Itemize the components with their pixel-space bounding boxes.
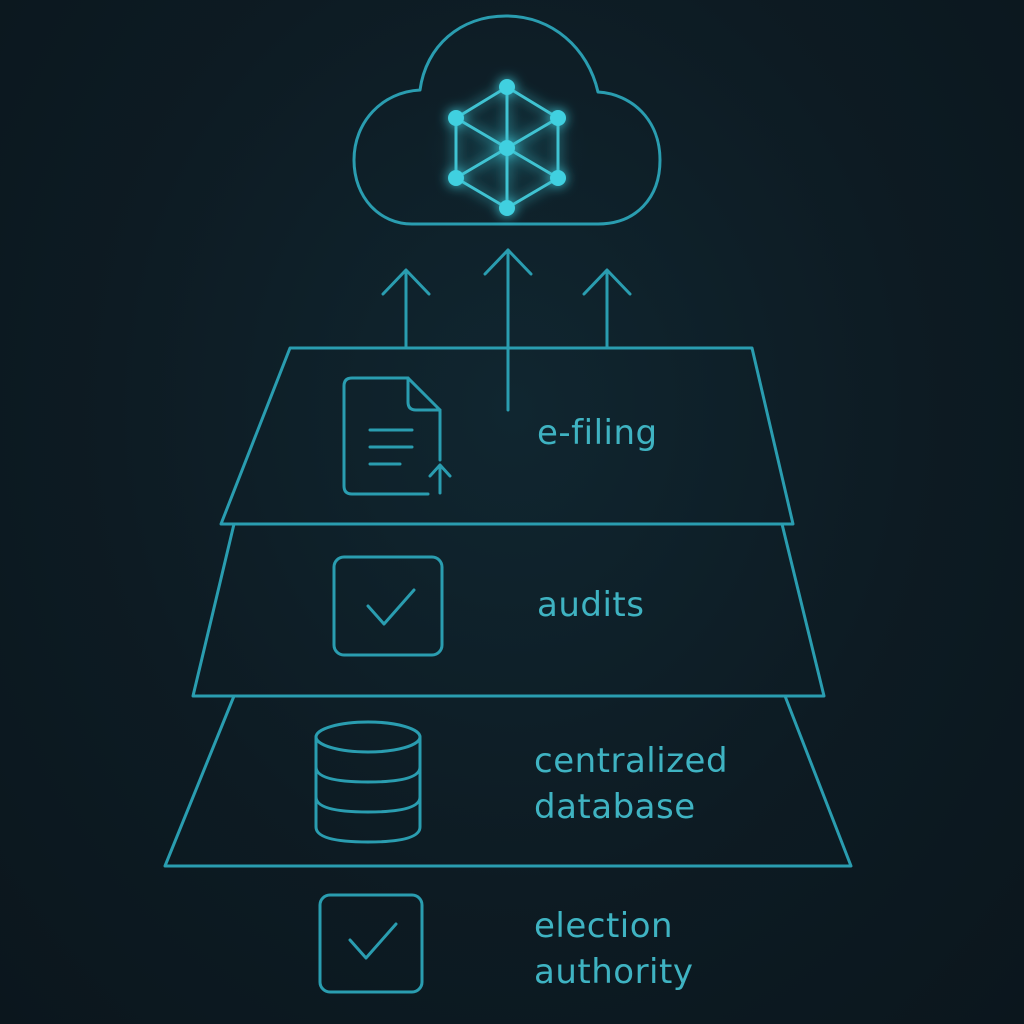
election-authority-checkbox-icon (318, 893, 424, 994)
label-line: authority (534, 952, 694, 992)
label-line: database (534, 787, 696, 827)
layer-e-filing-label: e-filing (537, 410, 658, 456)
layer-database-panel (163, 694, 853, 868)
label-line: election (534, 906, 674, 946)
layer-audits-label: audits (537, 582, 644, 628)
layer-e-filing-panel (219, 346, 795, 526)
network-cube-icon (448, 79, 566, 216)
document-upload-icon (342, 376, 452, 496)
layer-database-label: centralized database (534, 738, 728, 830)
up-arrow-right-icon (582, 268, 632, 350)
label-line: audits (537, 585, 645, 625)
layer-audits-panel (191, 522, 826, 698)
label-line: centralized (534, 741, 729, 781)
audits-checkbox-icon (332, 555, 444, 657)
layer-election-authority-label: election authority (534, 903, 693, 995)
label-line: e-filing (537, 413, 658, 453)
database-icon (314, 720, 422, 844)
up-arrow-center-icon (483, 248, 533, 412)
up-arrow-left-icon (381, 268, 431, 350)
